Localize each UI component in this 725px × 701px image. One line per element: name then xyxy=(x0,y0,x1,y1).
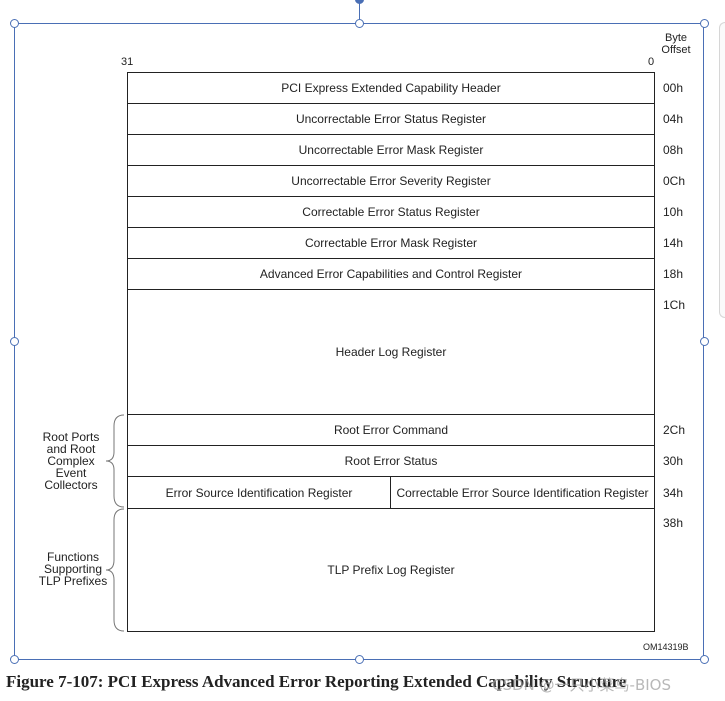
watermark: CSDN @一只小菜鸟-BIOS xyxy=(492,676,671,694)
register-row: Advanced Error Capabilities and Control … xyxy=(128,259,654,290)
group-label-root-ports: Root Ports and Root Complex Event Collec… xyxy=(36,431,106,491)
register-cell-left: Error Source Identification Register xyxy=(165,485,353,500)
byte-offset: 1Ch xyxy=(663,298,686,312)
register-cell: Correctable Error Status Register xyxy=(302,205,480,219)
byte-offset-heading: Byte Offset xyxy=(656,32,696,56)
byte-offset: 0Ch xyxy=(663,174,686,188)
register-table: PCI Express Extended Capability Header U… xyxy=(127,72,655,632)
bit-0-label: 0 xyxy=(648,56,655,68)
byte-offset: 04h xyxy=(663,112,684,126)
byte-offset: 08h xyxy=(663,143,684,157)
register-row: Uncorrectable Error Status Register xyxy=(128,104,654,135)
figure-code: OM14319B xyxy=(643,642,689,652)
group-label-line: TLP Prefixes xyxy=(38,574,108,588)
group-label-line: Supporting xyxy=(43,562,103,576)
register-row: PCI Express Extended Capability Header xyxy=(128,73,654,104)
byte-offset: 00h xyxy=(663,81,684,95)
byte-offset: 34h xyxy=(663,486,684,500)
group-label-line: and Root xyxy=(46,442,96,456)
group-label-line: Root Ports xyxy=(42,430,100,444)
resize-handle-middle-right[interactable] xyxy=(700,337,709,346)
resize-handle-middle-left[interactable] xyxy=(10,337,19,346)
resize-handle-top-right[interactable] xyxy=(700,19,709,28)
selection-rotate-stem xyxy=(359,0,360,19)
register-row: Correctable Error Status Register xyxy=(128,197,654,228)
register-cell: Advanced Error Capabilities and Control … xyxy=(259,267,523,281)
brace-functions xyxy=(105,508,125,632)
register-cell: TLP Prefix Log Register xyxy=(327,563,455,577)
resize-handle-top-left[interactable] xyxy=(10,19,19,28)
register-row: Uncorrectable Error Severity Register xyxy=(128,166,654,197)
byte-offset: 38h xyxy=(663,516,684,530)
register-cell-right: Correctable Error Source Identification … xyxy=(390,477,654,508)
group-label-line: Collectors xyxy=(44,478,98,492)
register-cell: Correctable Error Mask Register xyxy=(304,236,478,250)
register-cell: PCI Express Extended Capability Header xyxy=(281,81,501,95)
byte-offset: 14h xyxy=(663,236,684,250)
group-label-line: Functions xyxy=(46,550,100,564)
group-label-line: Event xyxy=(55,466,87,480)
register-cell: Uncorrectable Error Mask Register xyxy=(298,143,484,157)
register-row: Correctable Error Mask Register xyxy=(128,228,654,259)
figure-caption: Figure 7-107: PCI Express Advanced Error… xyxy=(6,672,627,691)
register-cell: Root Error Status xyxy=(344,454,438,468)
resize-handle-bottom-left[interactable] xyxy=(10,655,19,664)
byte-offset: 10h xyxy=(663,205,684,219)
group-label-functions: Functions Supporting TLP Prefixes xyxy=(36,551,110,587)
side-panel-edge xyxy=(719,22,725,318)
brace-root-ports xyxy=(105,414,125,508)
register-cell: Header Log Register xyxy=(335,345,447,359)
byte-offset-heading-text: Byte Offset xyxy=(661,32,691,56)
resize-handle-bottom-right[interactable] xyxy=(700,655,709,664)
rotate-handle[interactable] xyxy=(355,0,364,4)
register-cell: Uncorrectable Error Severity Register xyxy=(291,174,491,188)
register-row: Uncorrectable Error Mask Register xyxy=(128,135,654,166)
register-row: Error Source Identification Register Cor… xyxy=(128,477,654,509)
resize-handle-top-center[interactable] xyxy=(355,19,364,28)
register-cell: Root Error Command xyxy=(333,423,449,437)
register-row: Root Error Status xyxy=(128,446,654,477)
bit-31-label: 31 xyxy=(121,56,134,68)
byte-offset: 18h xyxy=(663,267,684,281)
register-row: TLP Prefix Log Register xyxy=(128,509,654,631)
register-row: Root Error Command xyxy=(128,415,654,446)
byte-offset: 30h xyxy=(663,454,684,468)
byte-offset: 2Ch xyxy=(663,423,686,437)
register-cell: Uncorrectable Error Status Register xyxy=(295,112,487,126)
register-row: Header Log Register xyxy=(128,290,654,415)
group-label-line: Complex xyxy=(47,454,95,468)
resize-handle-bottom-center[interactable] xyxy=(355,655,364,664)
